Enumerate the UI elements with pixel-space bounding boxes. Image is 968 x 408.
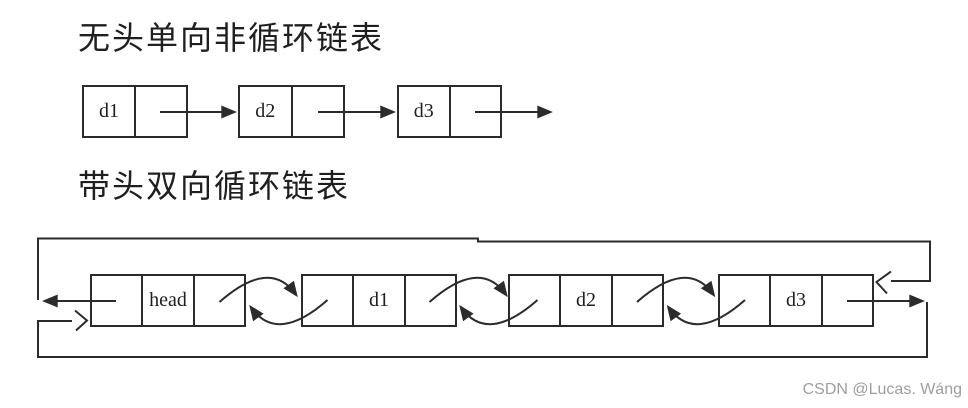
next-pointer-cell [134, 87, 186, 136]
prev-pointer-cell [92, 276, 141, 325]
doubly-node-d1: d1 [301, 274, 457, 327]
doubly-node-head: head [90, 274, 246, 327]
prev-pointer-cell [720, 276, 769, 325]
next-pointer-cell [820, 276, 872, 325]
node-label: d2 [575, 289, 596, 311]
singly-node-d3: d3 [397, 85, 502, 138]
watermark: CSDN @Lucas. Wáng [802, 381, 962, 398]
data-cell: d1 [352, 276, 403, 325]
data-cell: d2 [240, 87, 291, 136]
data-cell: head [141, 276, 192, 325]
data-cell: d1 [84, 87, 134, 136]
singly-node-d2: d2 [238, 85, 345, 138]
open-arrowhead-into-head [74, 309, 89, 332]
node-label: d1 [99, 100, 119, 122]
node-label: head [149, 289, 187, 311]
data-cell: d3 [769, 276, 820, 325]
prev-pointer-cell [510, 276, 559, 325]
node-label: d3 [785, 289, 806, 311]
node-label: d1 [368, 289, 389, 311]
next-pointer-cell [403, 276, 455, 325]
node-label: d3 [413, 100, 434, 122]
singly-node-d1: d1 [82, 85, 188, 138]
data-cell: d2 [559, 276, 610, 325]
open-arrowhead-into-d3 [875, 270, 892, 295]
doubly-node-d2: d2 [508, 274, 664, 327]
next-pointer-cell [290, 87, 344, 136]
doubly-node-d3: d3 [718, 274, 874, 327]
diagram1-title: 无头单向非循环链表 [78, 20, 385, 56]
next-pointer-cell [192, 276, 244, 325]
next-pointer-cell [610, 276, 662, 325]
next-pointer-cell [448, 87, 501, 136]
node-label: d2 [255, 100, 276, 122]
diagram2-title: 带头双向循环链表 [78, 168, 351, 204]
prev-pointer-cell [303, 276, 352, 325]
data-cell: d3 [399, 87, 449, 136]
